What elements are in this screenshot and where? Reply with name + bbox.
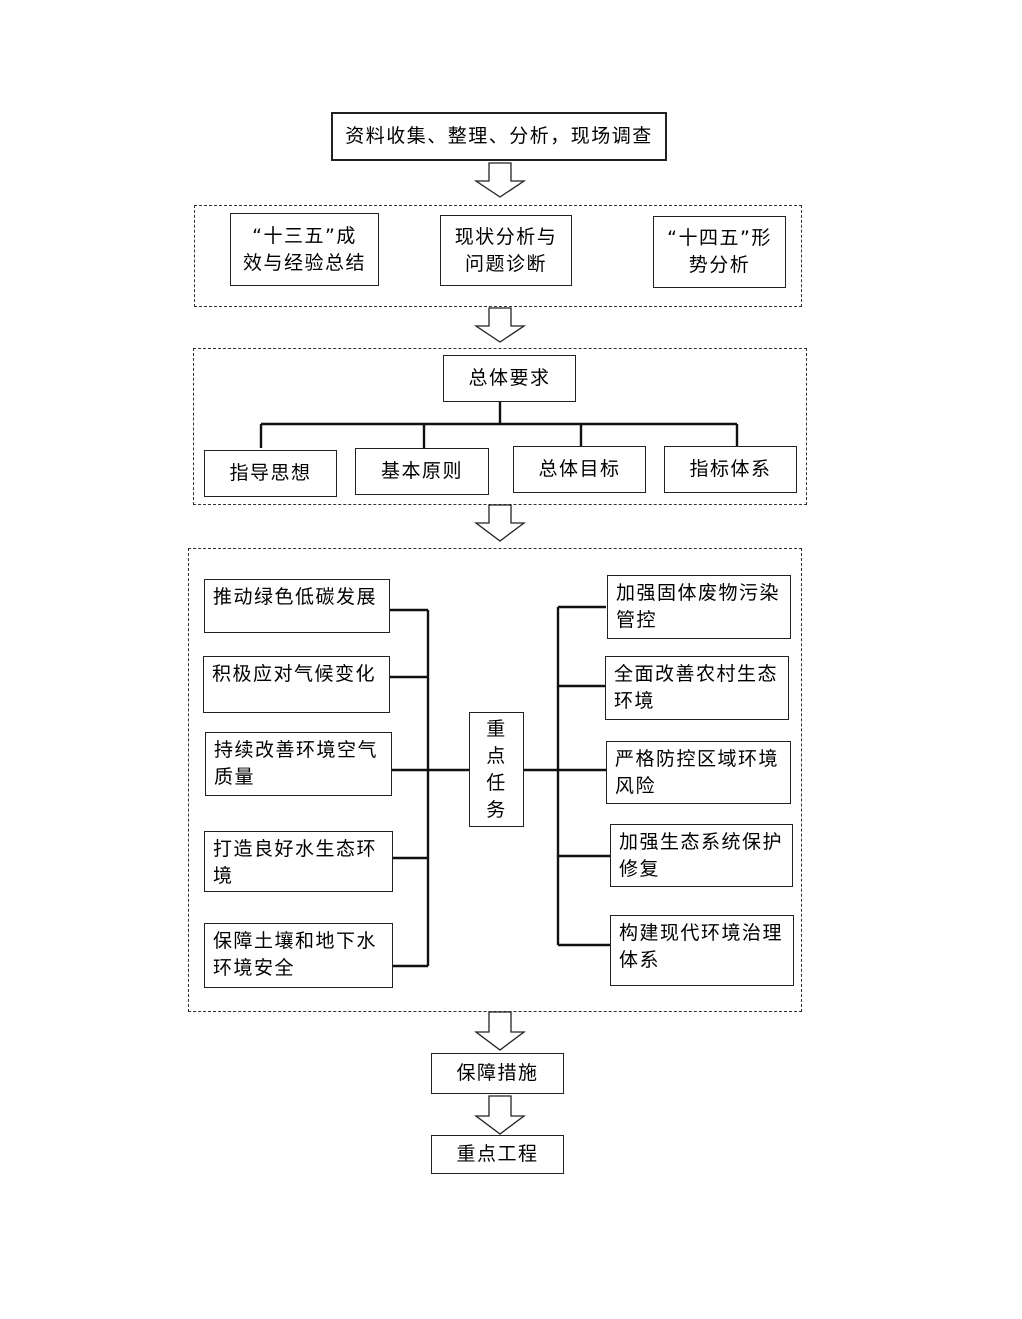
task-regional-risk-line1: 严格防控区域环境 [615, 748, 780, 770]
box-status-diagnosis: 现状分析与 问题诊断 [440, 215, 572, 286]
box-guiding-ideology-label: 指导思想 [229, 462, 312, 484]
task-rural-ecology: 全面改善农村生态 环境 [605, 656, 789, 720]
task-regional-risk: 严格防控区域环境 风险 [606, 741, 791, 804]
down-arrow-2 [473, 307, 527, 343]
key-tasks-char-2: 点 [486, 744, 507, 767]
task-governance-system-line1: 构建现代环境治理 [619, 922, 784, 944]
down-arrow-4 [474, 1011, 526, 1051]
box-overall-requirements: 总体要求 [443, 355, 576, 402]
down-arrow-5 [474, 1095, 526, 1135]
box-14th-analysis-line2: 势分析 [688, 254, 751, 276]
box-overall-requirements-label: 总体要求 [468, 367, 551, 389]
box-basic-principles-label: 基本原则 [380, 460, 463, 482]
task-air-quality-line1: 持续改善环境空气 [214, 739, 379, 761]
box-indicator-system-label: 指标体系 [689, 458, 772, 480]
box-key-projects-label: 重点工程 [456, 1143, 539, 1165]
box-13th-summary-line2: 效与经验总结 [242, 251, 366, 274]
box-overall-goals: 总体目标 [513, 446, 646, 493]
task-rural-ecology-line2: 环境 [614, 690, 656, 712]
down-arrow-3 [474, 504, 526, 542]
step-data-collection: 资料收集、整理、分析，现场调查 [331, 112, 667, 161]
box-safeguard-measures: 保障措施 [431, 1053, 564, 1094]
box-14th-analysis: “十四五”形 势分析 [653, 216, 786, 288]
group-analysis [194, 205, 802, 307]
task-soil-groundwater: 保障土壤和地下水 环境安全 [204, 923, 393, 988]
box-13th-summary: “十三五”成 效与经验总结 [230, 213, 379, 286]
task-green-low-carbon: 推动绿色低碳发展 [204, 579, 390, 633]
task-solid-waste: 加强固体废物污染 管控 [607, 575, 791, 639]
down-arrow-1 [473, 162, 527, 198]
key-tasks-char-1: 重 [486, 717, 507, 740]
task-ecosystem-restoration: 加强生态系统保护 修复 [610, 824, 793, 887]
task-solid-waste-line1: 加强固体废物污染 [616, 582, 781, 604]
task-air-quality: 持续改善环境空气 质量 [205, 732, 392, 796]
task-water-ecology-line1: 打造良好水生态环 [213, 838, 378, 860]
box-key-projects: 重点工程 [431, 1135, 564, 1174]
box-safeguard-measures-label: 保障措施 [456, 1062, 539, 1084]
box-indicator-system: 指标体系 [664, 446, 797, 493]
task-air-quality-line2: 质量 [214, 766, 256, 788]
task-solid-waste-line2: 管控 [616, 609, 658, 631]
box-status-diagnosis-line2: 问题诊断 [464, 252, 547, 275]
box-key-tasks: 重 点 任 务 [469, 712, 524, 827]
key-tasks-char-4: 务 [486, 798, 507, 821]
task-climate-change-line1: 积极应对气候变化 [212, 663, 377, 685]
box-13th-summary-line1: “十三五”成 [252, 224, 357, 247]
box-overall-goals-label: 总体目标 [538, 458, 621, 480]
task-ecosystem-restoration-line1: 加强生态系统保护 [619, 831, 784, 853]
task-soil-groundwater-line2: 环境安全 [213, 957, 296, 979]
box-guiding-ideology: 指导思想 [204, 450, 337, 497]
task-governance-system: 构建现代环境治理 体系 [610, 915, 794, 986]
task-ecosystem-restoration-line2: 修复 [619, 858, 661, 880]
task-governance-system-line2: 体系 [619, 949, 661, 971]
task-green-low-carbon-line1: 推动绿色低碳发展 [213, 586, 378, 608]
box-basic-principles: 基本原则 [355, 448, 489, 495]
box-status-diagnosis-line1: 现状分析与 [454, 225, 558, 248]
task-regional-risk-line2: 风险 [615, 775, 657, 797]
step-data-collection-label: 资料收集、整理、分析，现场调查 [345, 125, 653, 147]
key-tasks-char-3: 任 [486, 771, 507, 794]
task-climate-change: 积极应对气候变化 [203, 656, 390, 713]
task-water-ecology: 打造良好水生态环 境 [204, 831, 393, 892]
task-soil-groundwater-line1: 保障土壤和地下水 [213, 930, 378, 952]
box-14th-analysis-line1: “十四五”形 [667, 227, 772, 249]
task-rural-ecology-line1: 全面改善农村生态 [614, 663, 779, 685]
task-water-ecology-line2: 境 [213, 865, 234, 887]
